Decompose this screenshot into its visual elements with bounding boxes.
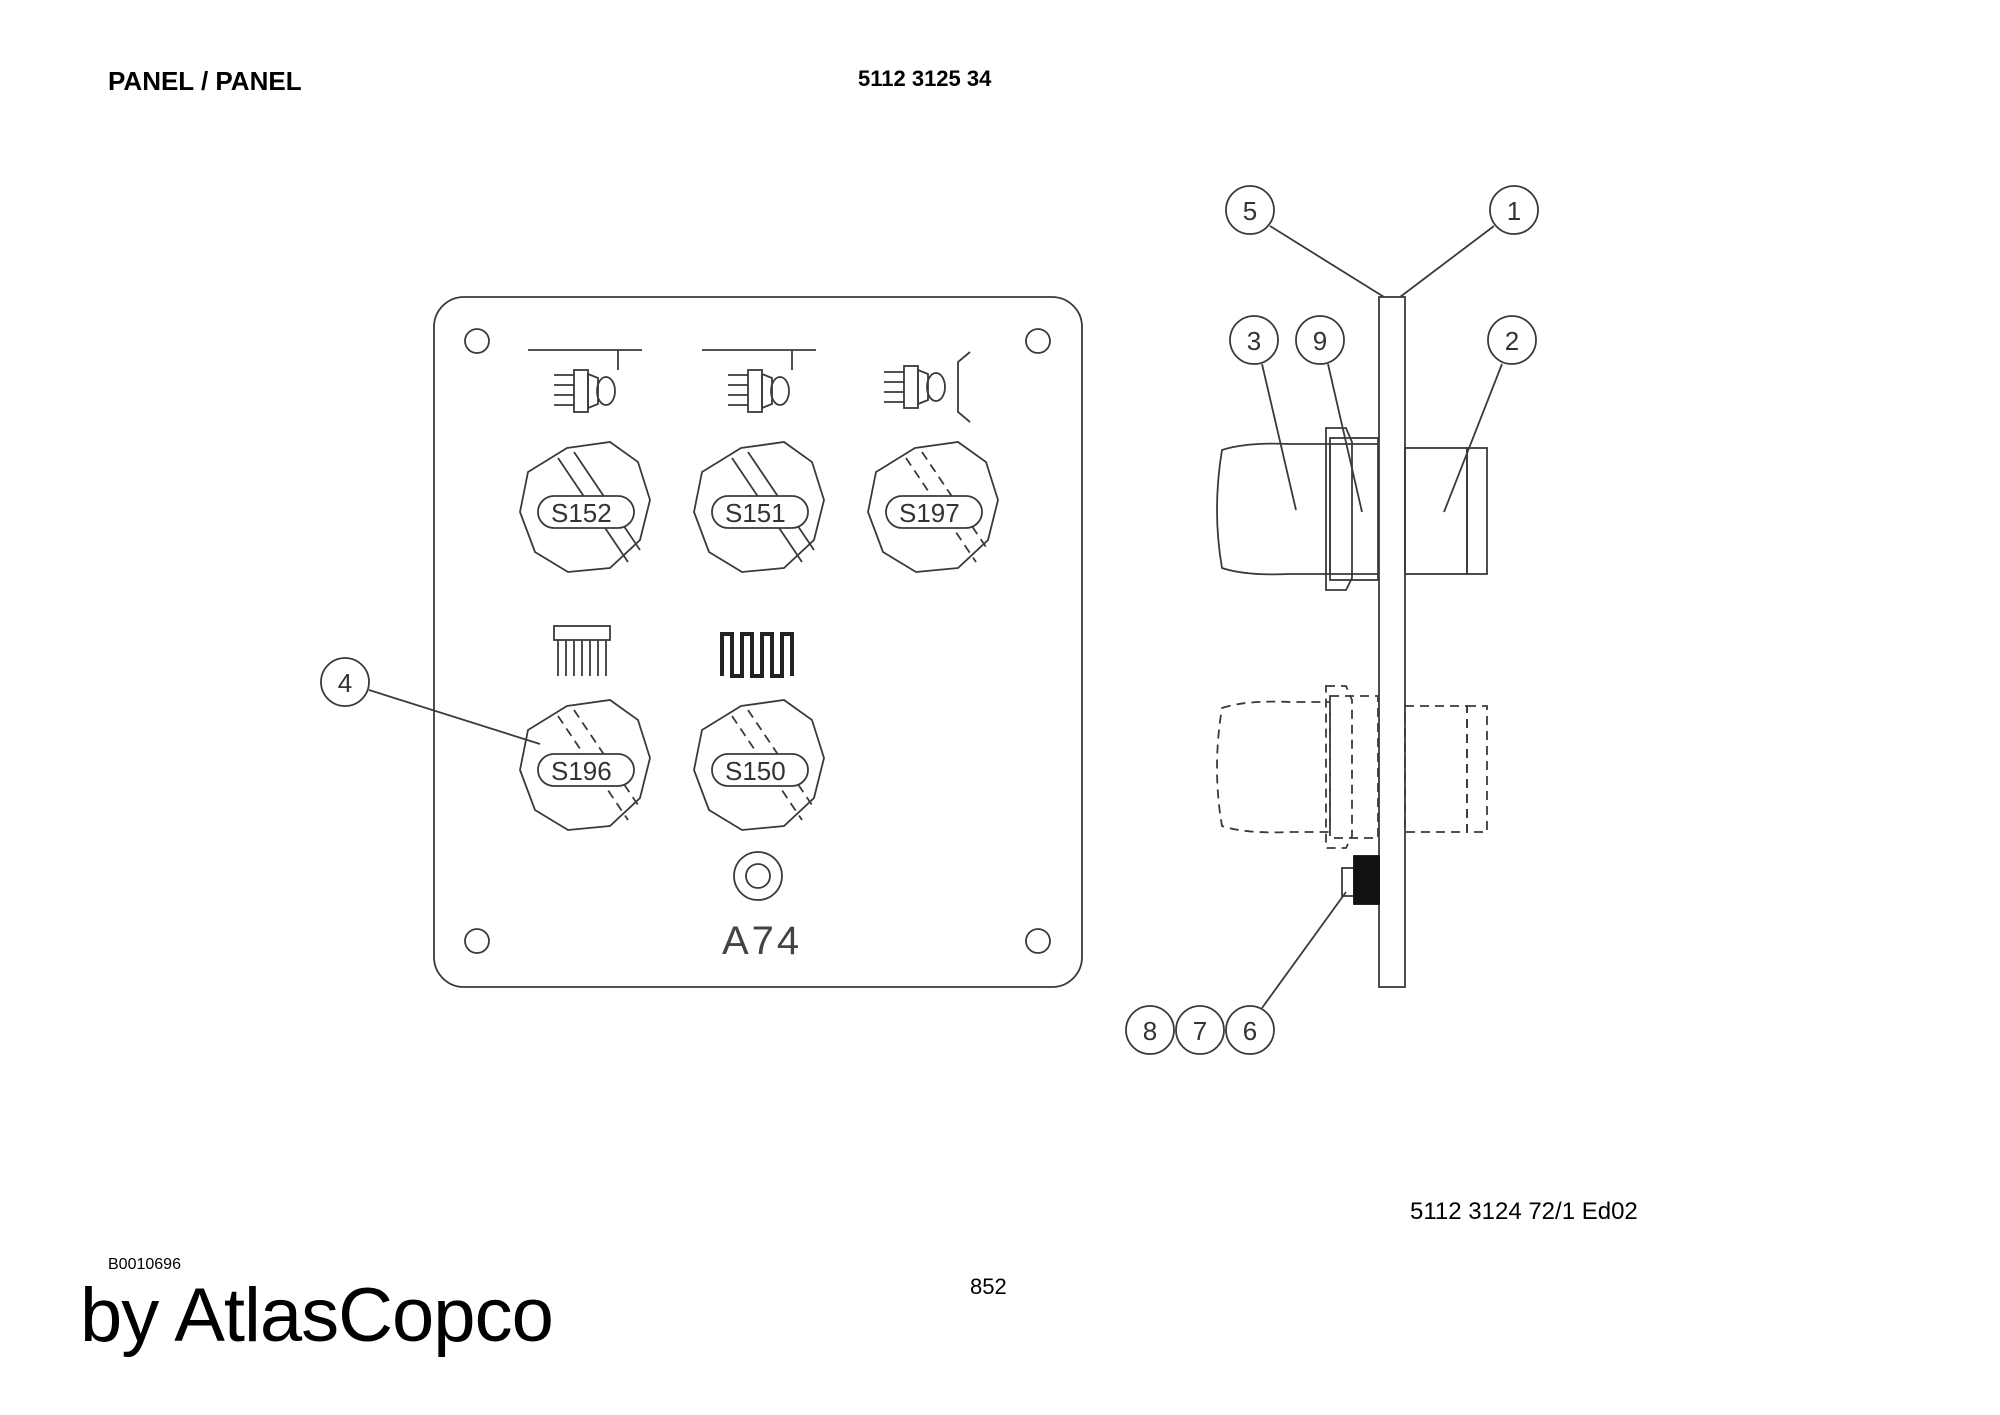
callout-5: 5	[1225, 185, 1385, 298]
switch-label: S150	[725, 756, 786, 786]
image-code: B0010696	[108, 1256, 181, 1273]
callout-7: 7	[1175, 1005, 1225, 1055]
svg-text:5: 5	[1243, 196, 1257, 226]
svg-text:1: 1	[1507, 196, 1521, 226]
callout-2: 2	[1443, 315, 1537, 513]
mounting-hole	[1025, 928, 1051, 954]
callout-3: 3	[1229, 315, 1297, 511]
panel-side-view	[1216, 296, 1488, 988]
switch-s196[interactable]: S196	[519, 699, 651, 831]
part-number: 5112 3125 34	[858, 66, 992, 91]
brush-icon	[553, 625, 611, 676]
switch-s150[interactable]: S150	[693, 699, 825, 831]
switch-label: S152	[551, 498, 612, 528]
mounting-hole	[1025, 328, 1051, 354]
callout-1: 1	[1399, 185, 1539, 298]
work-light-side-icon	[884, 351, 971, 423]
callout-4: 4	[320, 657, 541, 745]
switch-s151[interactable]: S151	[693, 441, 825, 573]
heater-icon	[720, 632, 794, 678]
switch-label: S196	[551, 756, 612, 786]
svg-text:2: 2	[1505, 326, 1519, 356]
svg-text:4: 4	[338, 668, 352, 698]
svg-text:6: 6	[1243, 1016, 1257, 1046]
page-number: 852	[970, 1274, 1007, 1299]
mounting-hole	[464, 928, 490, 954]
page-title: PANEL / PANEL	[108, 66, 302, 96]
svg-text:8: 8	[1143, 1016, 1157, 1046]
switch-label: S197	[899, 498, 960, 528]
drawing-reference: 5112 3124 72/1 Ed02	[1410, 1198, 1638, 1225]
switch-label: S151	[725, 498, 786, 528]
panel-front-view: S152 S151 S197	[433, 296, 1083, 988]
brand-logo-text: by AtlasCopco	[80, 1273, 554, 1358]
switch-s197[interactable]: S197	[867, 441, 999, 573]
mounting-hole	[464, 328, 490, 354]
work-light-rear-icon	[702, 349, 816, 413]
indicator-lamp	[733, 851, 783, 901]
switch-s152[interactable]: S152	[519, 441, 651, 573]
callout-8: 8	[1125, 1005, 1175, 1055]
svg-text:9: 9	[1313, 326, 1327, 356]
svg-text:3: 3	[1247, 326, 1261, 356]
callout-6: 6	[1225, 891, 1347, 1055]
callout-9: 9	[1295, 315, 1363, 513]
panel-label: A74	[722, 919, 802, 963]
work-light-front-icon	[528, 349, 642, 413]
svg-text:7: 7	[1193, 1016, 1207, 1046]
